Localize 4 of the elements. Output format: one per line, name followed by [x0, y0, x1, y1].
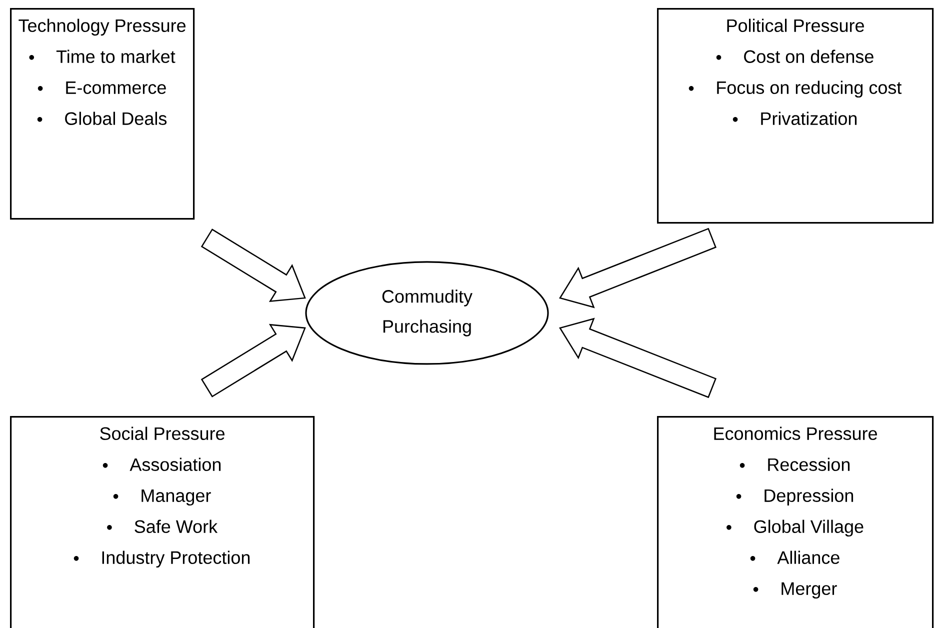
pressure-box: Technology Pressure Time to market E-commerce Global Deals [10, 8, 195, 220]
pressure-box: Social Pressure Assosiation Manager Safe Work Industry Protection [10, 416, 315, 628]
pressure-box: Economics Pressure Recession Depression Global Village Alliance Merger [657, 416, 934, 628]
pressure-box: Political Pressure Cost on defense Focus on reducing cost Privatization [657, 8, 934, 224]
